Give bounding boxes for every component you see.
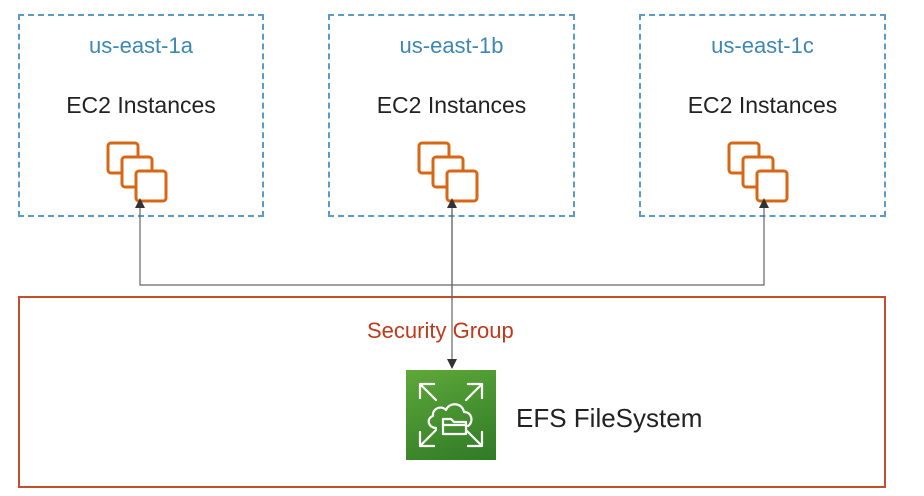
ec2-label: EC2 Instances: [66, 92, 216, 118]
efs-icon: [406, 370, 496, 460]
ec2-instances-icon: [106, 141, 168, 203]
az-label: us-east-1c: [711, 33, 814, 58]
ec2-label: EC2 Instances: [687, 92, 838, 118]
efs-label: EFS FileSystem: [516, 403, 703, 433]
ec2-instances-icon: [417, 141, 479, 203]
connector-to-1a: [135, 198, 452, 286]
ec2-instances-icon: [727, 141, 789, 203]
az-label: us-east-1a: [89, 33, 193, 58]
az-box-1c: us-east-1c EC2 Instances: [639, 14, 886, 217]
az-label: us-east-1b: [399, 33, 504, 58]
az-box-1b: us-east-1b EC2 Instances: [328, 14, 575, 217]
ec2-label: EC2 Instances: [376, 92, 527, 118]
connector-to-1c: [452, 198, 769, 286]
security-group-label: Security Group: [367, 318, 514, 343]
az-box-1a: us-east-1a EC2 Instances: [18, 14, 264, 217]
